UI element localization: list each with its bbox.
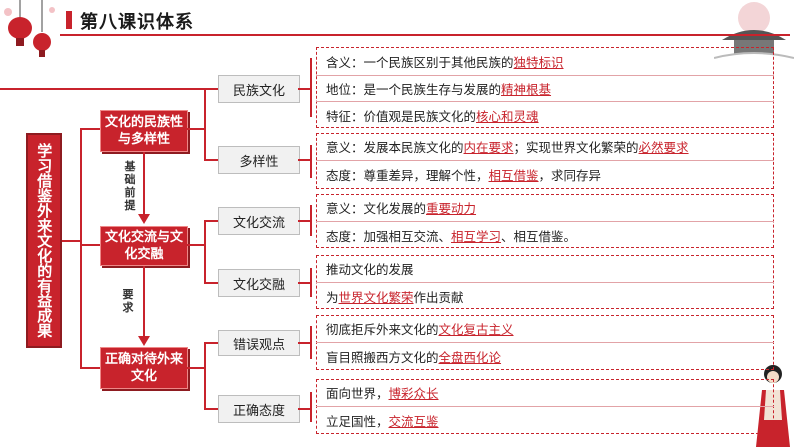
connector xyxy=(80,367,100,369)
connector xyxy=(310,205,312,236)
arrow-line xyxy=(143,152,145,218)
row-divider xyxy=(316,101,774,102)
row-divider xyxy=(316,282,774,283)
row-divider xyxy=(316,75,774,76)
page-title: 第八课识体系 xyxy=(80,12,194,33)
arrow-line xyxy=(143,266,145,339)
connector xyxy=(204,220,218,222)
group-box-diversity xyxy=(316,133,774,189)
connector xyxy=(298,282,310,284)
connector xyxy=(204,220,206,283)
connector xyxy=(0,88,218,90)
connector xyxy=(204,88,206,160)
connector xyxy=(204,342,218,344)
row-wrong-westernization: 盲目照搬西方文化的全盘西化论 xyxy=(326,349,502,365)
connector xyxy=(186,367,204,369)
node-ethnic-diversity: 文化的民族性与多样性 xyxy=(100,110,188,152)
connector xyxy=(186,244,204,246)
arrow-head xyxy=(138,336,150,346)
sub-wrong-views: 错误观点 xyxy=(218,330,300,356)
node-exchange-fusion: 文化交流与文化交融 xyxy=(100,226,188,266)
row-ethnic-meaning: 含义：一个民族区别于其他民族的独特标识 xyxy=(326,54,564,70)
sub-cultural-fusion: 文化交融 xyxy=(218,269,300,297)
connector xyxy=(204,282,218,284)
node-treat-foreign-culture: 正确对待外来文化 xyxy=(100,347,188,389)
connector xyxy=(310,392,312,422)
link-label-requirement: 要求 xyxy=(122,288,134,314)
connector xyxy=(186,128,204,130)
sub-diversity: 多样性 xyxy=(218,146,300,174)
sub-cultural-exchange: 文化交流 xyxy=(218,207,300,235)
connector xyxy=(298,342,310,344)
header-divider xyxy=(60,34,790,36)
row-ethnic-feature: 特征：价值观是民族文化的核心和灵魂 xyxy=(326,108,539,124)
row-divider xyxy=(316,342,774,343)
sub-ethnic-culture: 民族文化 xyxy=(218,75,300,103)
row-wrong-restoration: 彻底拒斥外来文化的文化复古主义 xyxy=(326,321,514,337)
row-diversity-meaning: 意义：发展本民族文化的内在要求；实现世界文化繁荣的必然要求 xyxy=(326,139,689,155)
row-diversity-attitude: 态度：尊重差异，理解个性，相互借鉴，求同存异 xyxy=(326,167,602,183)
connector xyxy=(310,145,312,178)
connector xyxy=(204,408,218,410)
connector xyxy=(204,159,218,161)
connector xyxy=(298,408,310,410)
connector xyxy=(310,58,312,117)
connector xyxy=(310,268,312,297)
connector xyxy=(80,244,100,246)
row-ethnic-status: 地位：是一个民族生存与发展的精神根基 xyxy=(326,81,552,97)
connector xyxy=(298,159,310,161)
lantern-decoration xyxy=(4,0,55,57)
connector xyxy=(310,326,312,359)
row-divider xyxy=(316,160,774,161)
connector xyxy=(298,220,310,222)
row-divider xyxy=(316,221,774,222)
sub-correct-attitude: 正确态度 xyxy=(218,395,300,423)
connector xyxy=(62,240,80,242)
title-accent-bar xyxy=(66,11,72,29)
connector xyxy=(204,342,206,409)
group-box-ethnic-culture xyxy=(316,47,774,128)
connector xyxy=(298,88,310,90)
row-correct-national: 立足国性，交流互鉴 xyxy=(326,413,439,429)
row-fusion-contribute: 为世界文化繁荣作出贡献 xyxy=(326,289,464,305)
root-topic: 学习借鉴外来文化的有益成果 xyxy=(26,133,62,348)
row-exchange-attitude: 态度：加强相互交流、相互学习、相互借鉴。 xyxy=(326,228,577,244)
connector xyxy=(80,128,82,368)
row-exchange-meaning: 意义：文化发展的重要动力 xyxy=(326,200,477,216)
arrow-head xyxy=(138,214,150,224)
link-label-foundation: 基础前提 xyxy=(124,160,136,212)
connector xyxy=(80,128,100,130)
row-fusion-promote: 推动文化的发展 xyxy=(326,261,414,277)
row-divider xyxy=(316,406,774,407)
row-correct-world: 面向世界，博彩众长 xyxy=(326,385,439,401)
